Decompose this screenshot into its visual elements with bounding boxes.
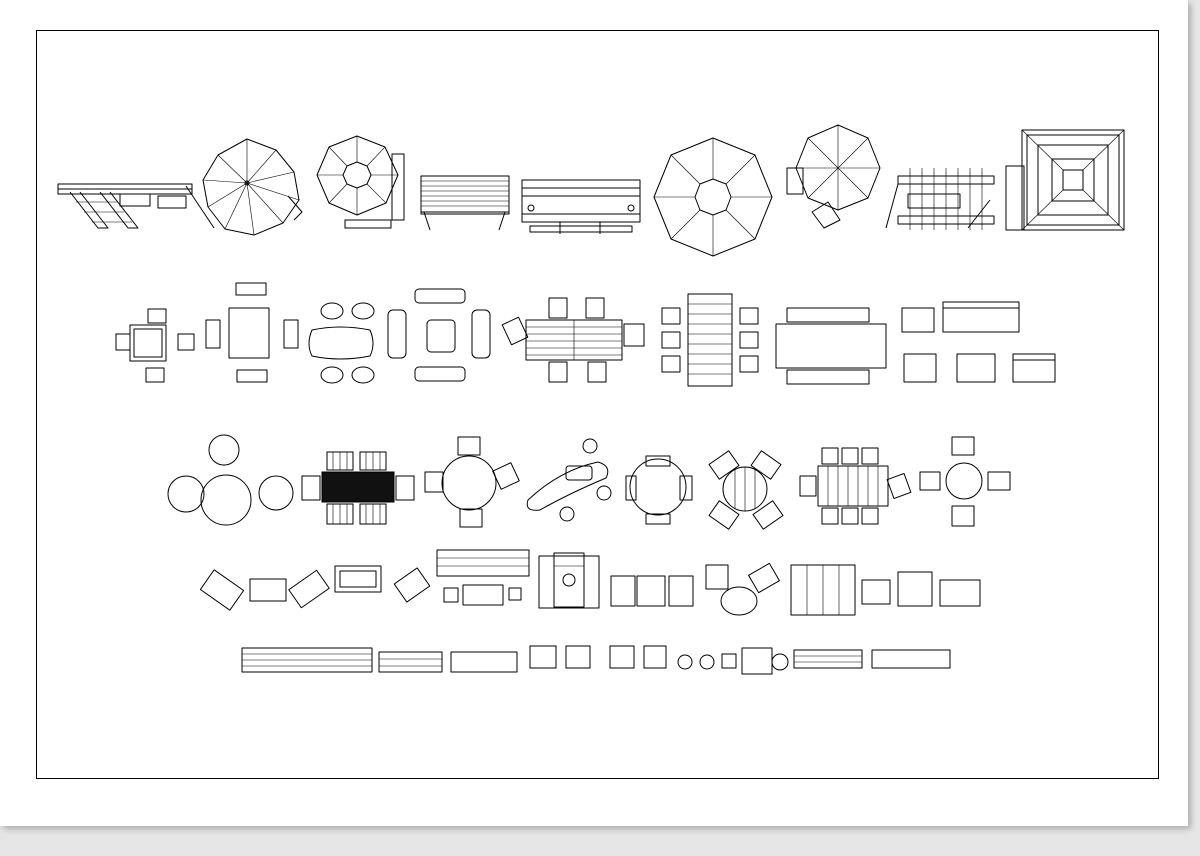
chaise-with-tray-table bbox=[538, 552, 600, 609]
long-bench bbox=[521, 179, 641, 234]
pergola-with-table bbox=[885, 168, 995, 230]
slatted-table-six-chairs bbox=[661, 293, 759, 387]
stone-bench bbox=[871, 649, 951, 669]
round-stools bbox=[677, 654, 715, 670]
block-bench bbox=[450, 651, 518, 673]
sofa-with-coffee-table bbox=[436, 549, 530, 606]
loungers-with-side-table bbox=[199, 569, 330, 611]
square-table-four-cushions bbox=[387, 288, 491, 382]
bench-seating-set bbox=[610, 575, 694, 607]
plain-table-two-benches bbox=[775, 307, 887, 385]
pyramid-gazebo bbox=[1005, 129, 1125, 231]
drawing-border-frame bbox=[36, 30, 1159, 779]
slatted-bench bbox=[420, 175, 510, 231]
large-umbrella bbox=[653, 137, 773, 257]
boomerang-table-stools bbox=[526, 438, 612, 522]
furniture-plan-drawing bbox=[57, 124, 1125, 675]
drawing-sheet bbox=[0, 0, 1188, 826]
cushion-chairs bbox=[609, 645, 667, 669]
striped-bench bbox=[378, 651, 443, 673]
slatted-bed-armchairs bbox=[790, 564, 981, 616]
rectangular-table-four-chairs bbox=[205, 282, 299, 383]
pergola-plan bbox=[57, 183, 215, 229]
round-slatted-table bbox=[708, 450, 784, 530]
oval-table-two-deckchairs bbox=[705, 562, 780, 616]
dark-dining-table-eight-chairs bbox=[301, 451, 415, 525]
cafe-table-chairs bbox=[721, 647, 789, 675]
long-dining-table-six-chairs bbox=[501, 297, 645, 383]
slatted-dining-table-eight-chairs bbox=[799, 447, 912, 525]
square-table-four-stools bbox=[115, 308, 195, 383]
umbrella-with-lounger bbox=[316, 135, 405, 229]
umbrella-with-chair bbox=[202, 138, 303, 236]
organic-table-four-stools bbox=[308, 302, 375, 384]
round-table-four-armchairs bbox=[625, 455, 693, 525]
umbrella-with-chairs bbox=[786, 124, 881, 229]
round-table-four-chairs bbox=[424, 436, 520, 528]
small-round-table-four-chairs bbox=[919, 436, 1011, 527]
low-slatted-bench bbox=[793, 649, 863, 669]
long-slatted-bench bbox=[241, 647, 373, 673]
round-stone-table-set bbox=[167, 434, 294, 526]
lounge-chair-set bbox=[334, 565, 431, 603]
small-armchairs bbox=[529, 645, 591, 669]
armchair-set bbox=[901, 301, 1056, 383]
